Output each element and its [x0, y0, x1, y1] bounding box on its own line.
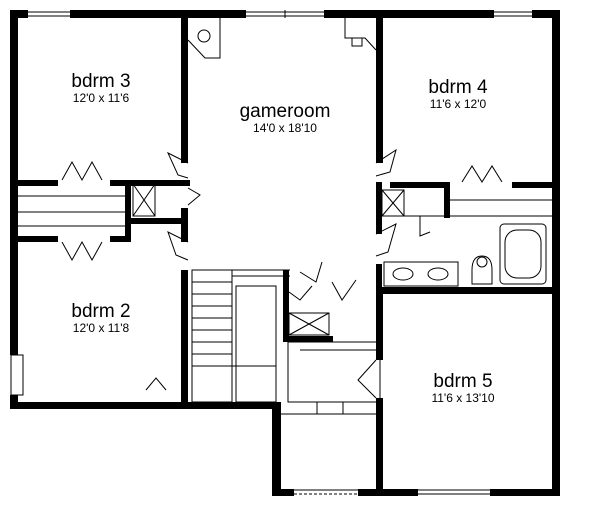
room-name: bdrm 5 [433, 371, 493, 392]
wall-bdrm3-east-lower [181, 208, 188, 242]
room-dimensions: 14'0 x 18'10 [253, 121, 317, 135]
door-bath [375, 223, 397, 257]
bifold-door-bdrm3 [61, 160, 103, 182]
bath-hvac-box [381, 189, 405, 217]
room-dimensions: 11'6 x 12'0 [429, 97, 487, 111]
hvac-box [132, 183, 156, 217]
room-name: bdrm 3 [71, 71, 131, 92]
wall-top-center [70, 10, 246, 18]
wall-stair-west [181, 270, 188, 402]
staircase [191, 269, 290, 403]
door-bdrm2 [167, 231, 189, 261]
wall-hall-closet-west [283, 270, 289, 336]
bifold-door-bdrm2 [61, 240, 103, 262]
wall-hall-closet-south [283, 336, 333, 342]
wall-bath-west [376, 182, 382, 234]
room-dimensions: 11'6 x 13'10 [431, 391, 495, 405]
wall-bdrm3-south-right [110, 180, 190, 186]
door-bdrm3 [166, 151, 189, 179]
room-bdrm4: bdrm 4 11'6 x 12'0 [396, 78, 520, 110]
sink-icon [427, 267, 449, 281]
fixtures [10, 10, 552, 495]
wall-entry-left [272, 402, 281, 496]
wall-top-right-corner [532, 10, 560, 18]
wall-bdrm2-north-left [18, 236, 58, 242]
wall-bottom-right [490, 489, 560, 496]
wall-closet-south [130, 218, 188, 224]
room-name: bdrm 2 [71, 301, 131, 322]
wall-bdrm4-south-right [512, 182, 552, 188]
door-bdrm5 [357, 359, 377, 399]
wall-bdrm3-east [181, 18, 188, 163]
wall-top-right [324, 10, 494, 18]
room-name: gameroom [239, 101, 331, 122]
wall-bdrm3-south-left [18, 180, 58, 186]
door-bdrm4 [375, 148, 397, 177]
toilet-icon [471, 255, 493, 285]
room-name: bdrm 4 [428, 77, 488, 98]
wall-left-lower [10, 395, 18, 405]
wall-bdrm2-north-right [110, 236, 130, 242]
wall-top-left-corner [10, 10, 28, 18]
vent-icon [197, 29, 211, 43]
wall-bdrm5-north [376, 287, 552, 294]
walls [10, 10, 560, 496]
wall-left-upper [10, 10, 18, 355]
room-dimensions: 12'0 x 11'8 [72, 321, 130, 335]
room-dimensions: 12'0 x 11'6 [72, 91, 130, 105]
wall-right [552, 10, 560, 496]
room-bdrm3: bdrm 3 12'0 x 11'6 [40, 72, 162, 104]
door-bdrm2-closet [145, 377, 167, 391]
hall-hvac-box [288, 312, 330, 336]
wall-bottom-center [358, 489, 418, 496]
wall-entry-bottom-left [272, 489, 294, 496]
bathtub-icon [499, 223, 547, 285]
sink-icon [392, 267, 414, 281]
vanity [383, 261, 459, 287]
wall-bath-west-lower [376, 264, 382, 294]
bifold-door-bdrm4 [461, 165, 503, 183]
window-bdrm2 [10, 354, 24, 396]
room-bdrm2: bdrm 2 12'0 x 11'8 [40, 302, 162, 334]
wall-bdrm4-south-left [390, 182, 450, 188]
wall-closet-west [125, 180, 131, 242]
room-bdrm5: bdrm 5 11'6 x 13'10 [398, 372, 528, 404]
wall-bottom-left [10, 402, 278, 409]
wall-bdrm4-west [376, 18, 383, 163]
room-gameroom: gameroom 14'0 x 18'10 [210, 102, 360, 134]
wall-bdrm5-west-lower [376, 398, 383, 496]
wall-bdrm5-west-upper [376, 294, 383, 360]
gameroom-corner-nw [187, 18, 221, 59]
wall-bath-divider [444, 182, 450, 218]
